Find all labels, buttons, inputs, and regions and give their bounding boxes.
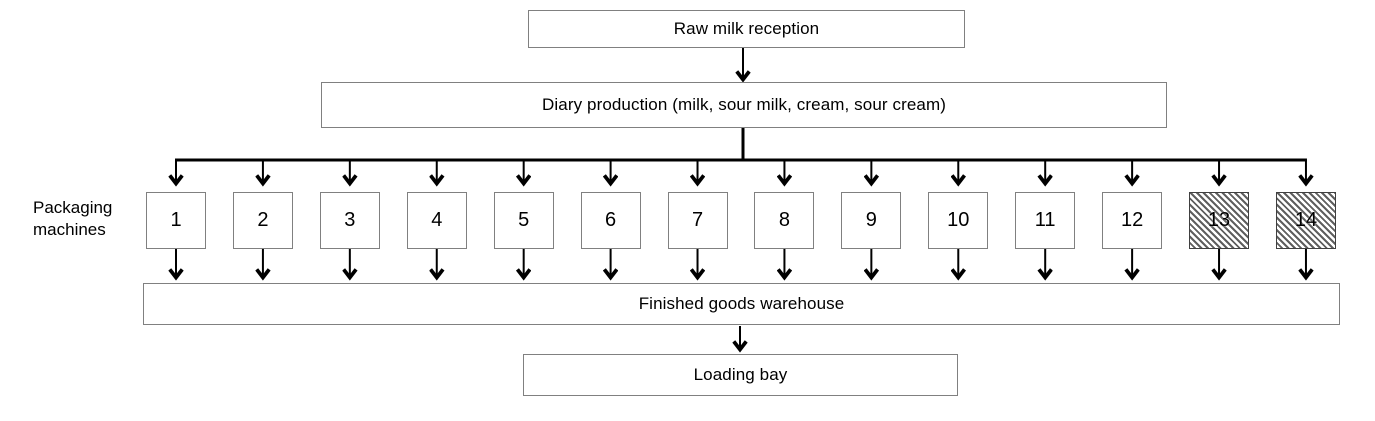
machine-number: 13 [1207, 209, 1231, 231]
machine-box-13: 13 [1189, 192, 1250, 249]
node-dairy-production: Diary production (milk, sour milk, cream… [321, 82, 1167, 128]
node-finished-goods-warehouse: Finished goods warehouse [143, 283, 1340, 325]
machine-box-5: 5 [493, 192, 554, 249]
machine-box-3: 3 [319, 192, 380, 249]
machine-box-4: 4 [406, 192, 467, 249]
machine-box-6: 6 [580, 192, 641, 249]
machine-box-2: 2 [232, 192, 293, 249]
packaging-machines-label: Packaging machines [33, 197, 112, 241]
packaging-machines-label-line2: machines [33, 220, 106, 239]
machine-number: 6 [605, 209, 617, 231]
machine-number: 5 [518, 209, 530, 231]
machine-number: 3 [344, 209, 356, 231]
machine-number: 8 [778, 209, 790, 231]
packaging-machines-label-line1: Packaging [33, 198, 113, 217]
machine-number: 2 [257, 209, 269, 231]
machine-box-12: 12 [1102, 192, 1163, 249]
node-loading-bay: Loading bay [523, 354, 958, 396]
machine-number: 1 [170, 209, 182, 231]
machine-number: 14 [1294, 209, 1318, 231]
machine-number: 7 [691, 209, 704, 231]
node-raw-milk-reception: Raw milk reception [528, 10, 965, 48]
machine-box-1: 1 [146, 192, 206, 249]
machine-box-14: 14 [1275, 192, 1336, 249]
machine-number: 11 [1034, 209, 1056, 231]
machine-number: 9 [865, 209, 877, 231]
machine-box-9: 9 [841, 192, 902, 249]
machine-box-8: 8 [754, 192, 815, 249]
machine-box-7: 7 [667, 192, 728, 249]
machine-number: 12 [1120, 209, 1144, 231]
machine-number: 4 [431, 209, 443, 231]
machine-number: 10 [947, 209, 970, 231]
machine-box-10: 10 [928, 192, 989, 249]
machine-box-11: 11 [1015, 192, 1076, 249]
